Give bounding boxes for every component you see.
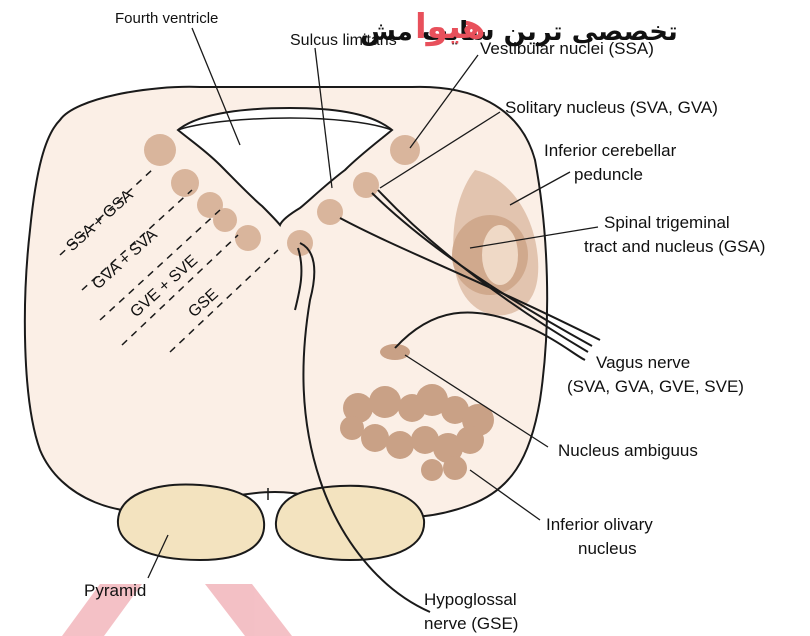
label-inferior-cerebellar-2: peduncle — [574, 165, 643, 184]
label-nucleus-ambiguus: Nucleus ambiguus — [558, 441, 698, 460]
watermark: تخصصی ترین سایت مش هیوا — [360, 7, 678, 47]
nucleus-ambiguus — [380, 344, 410, 360]
label-inferior-olivary-2: nucleus — [578, 539, 637, 558]
pyramid-right — [276, 486, 424, 560]
label-inferior-cerebellar-1: Inferior cerebellar — [544, 141, 677, 160]
label-vagus-2: (SVA, GVA, GVE, SVE) — [567, 377, 744, 396]
label-spinal-trigeminal-1: Spinal trigeminal — [604, 213, 730, 232]
label-solitary-nucleus: Solitary nucleus (SVA, GVA) — [505, 98, 718, 117]
label-pyramid: Pyramid — [84, 581, 146, 600]
label-inferior-olivary-1: Inferior olivary — [546, 515, 653, 534]
label-fourth-ventricle: Fourth ventricle — [115, 10, 218, 27]
label-hypoglossal-1: Hypoglossal — [424, 590, 517, 609]
label-hypoglossal-2: nerve (GSE) — [424, 614, 518, 633]
watermark-brand: هیوا — [415, 7, 485, 47]
watermark-tagline: تخصصی ترین سایت مش — [360, 17, 678, 47]
label-vagus-1: Vagus nerve — [596, 353, 690, 372]
pyramid-left — [118, 484, 264, 560]
spinal-trigeminal — [452, 215, 528, 295]
label-spinal-trigeminal-2: tract and nucleus (GSA) — [584, 237, 765, 256]
